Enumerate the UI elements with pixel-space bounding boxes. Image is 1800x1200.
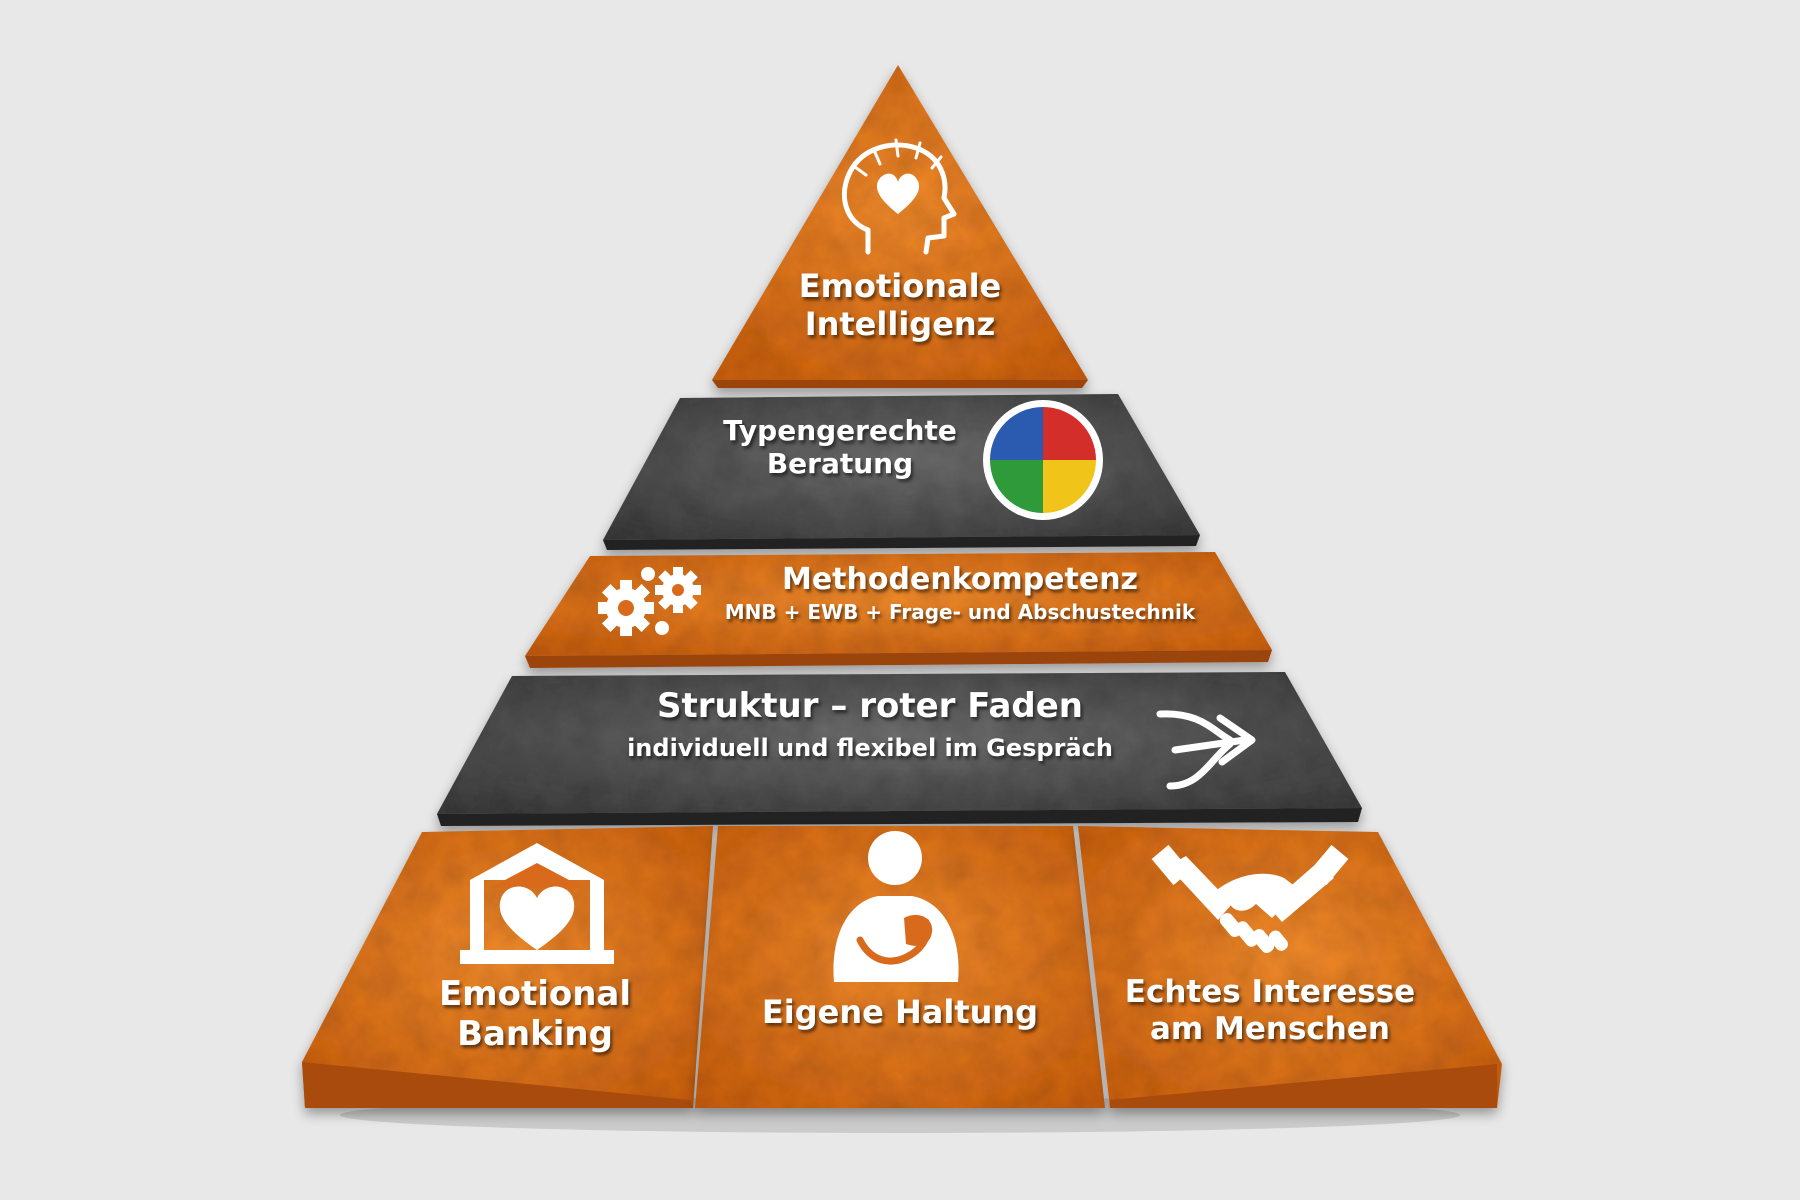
level2-label-line1: Typengerechte — [723, 414, 957, 447]
top-label-line1: Emotionale — [798, 267, 1002, 305]
handshake-icon — [1151, 844, 1349, 954]
base-middle-label: Eigene Haltung — [735, 993, 1065, 1032]
house-heart-icon — [460, 843, 614, 964]
four-color-circle-icon — [983, 400, 1103, 520]
top-label-line2: Intelligenz — [804, 304, 996, 343]
base-middle-line1: Eigene Haltung — [761, 993, 1039, 1031]
base-right-label: Echtes Interesse am Menschen — [1110, 974, 1430, 1047]
level3-label: Methodenkompetenz MNB + EWB + Frage- und… — [690, 562, 1230, 625]
level2-label: Typengerechte Beratung — [700, 414, 980, 480]
base-right-line2: am Menschen — [1150, 1010, 1390, 1047]
base-block-right — [1078, 826, 1502, 1108]
person-hand-on-heart-icon — [833, 831, 959, 982]
level3-subtitle: MNB + EWB + Frage- und Abschustechnik — [724, 600, 1196, 625]
head-heart-icon — [841, 138, 957, 255]
level4-subtitle: individuell und flexibel im Gespräch — [627, 734, 1113, 763]
level-4-block — [437, 672, 1362, 826]
level-3-block — [525, 552, 1272, 668]
level3-title: Methodenkompetenz — [781, 562, 1139, 597]
level4-title: Struktur – roter Faden — [656, 686, 1084, 726]
level-top-block — [712, 65, 1088, 388]
level2-label-line2: Beratung — [766, 447, 914, 481]
top-label: Emotionale Intelligenz — [760, 267, 1040, 344]
base-left-label: Emotional Banking — [400, 974, 670, 1054]
base-right-line1: Echtes Interesse — [1124, 974, 1416, 1010]
base-left-line2: Banking — [457, 1014, 613, 1055]
base-block-left — [302, 826, 713, 1108]
merge-arrows-icon — [1156, 710, 1256, 790]
base-left-line1: Emotional — [438, 974, 632, 1014]
level4-label: Struktur – roter Faden individuell und f… — [560, 686, 1180, 762]
